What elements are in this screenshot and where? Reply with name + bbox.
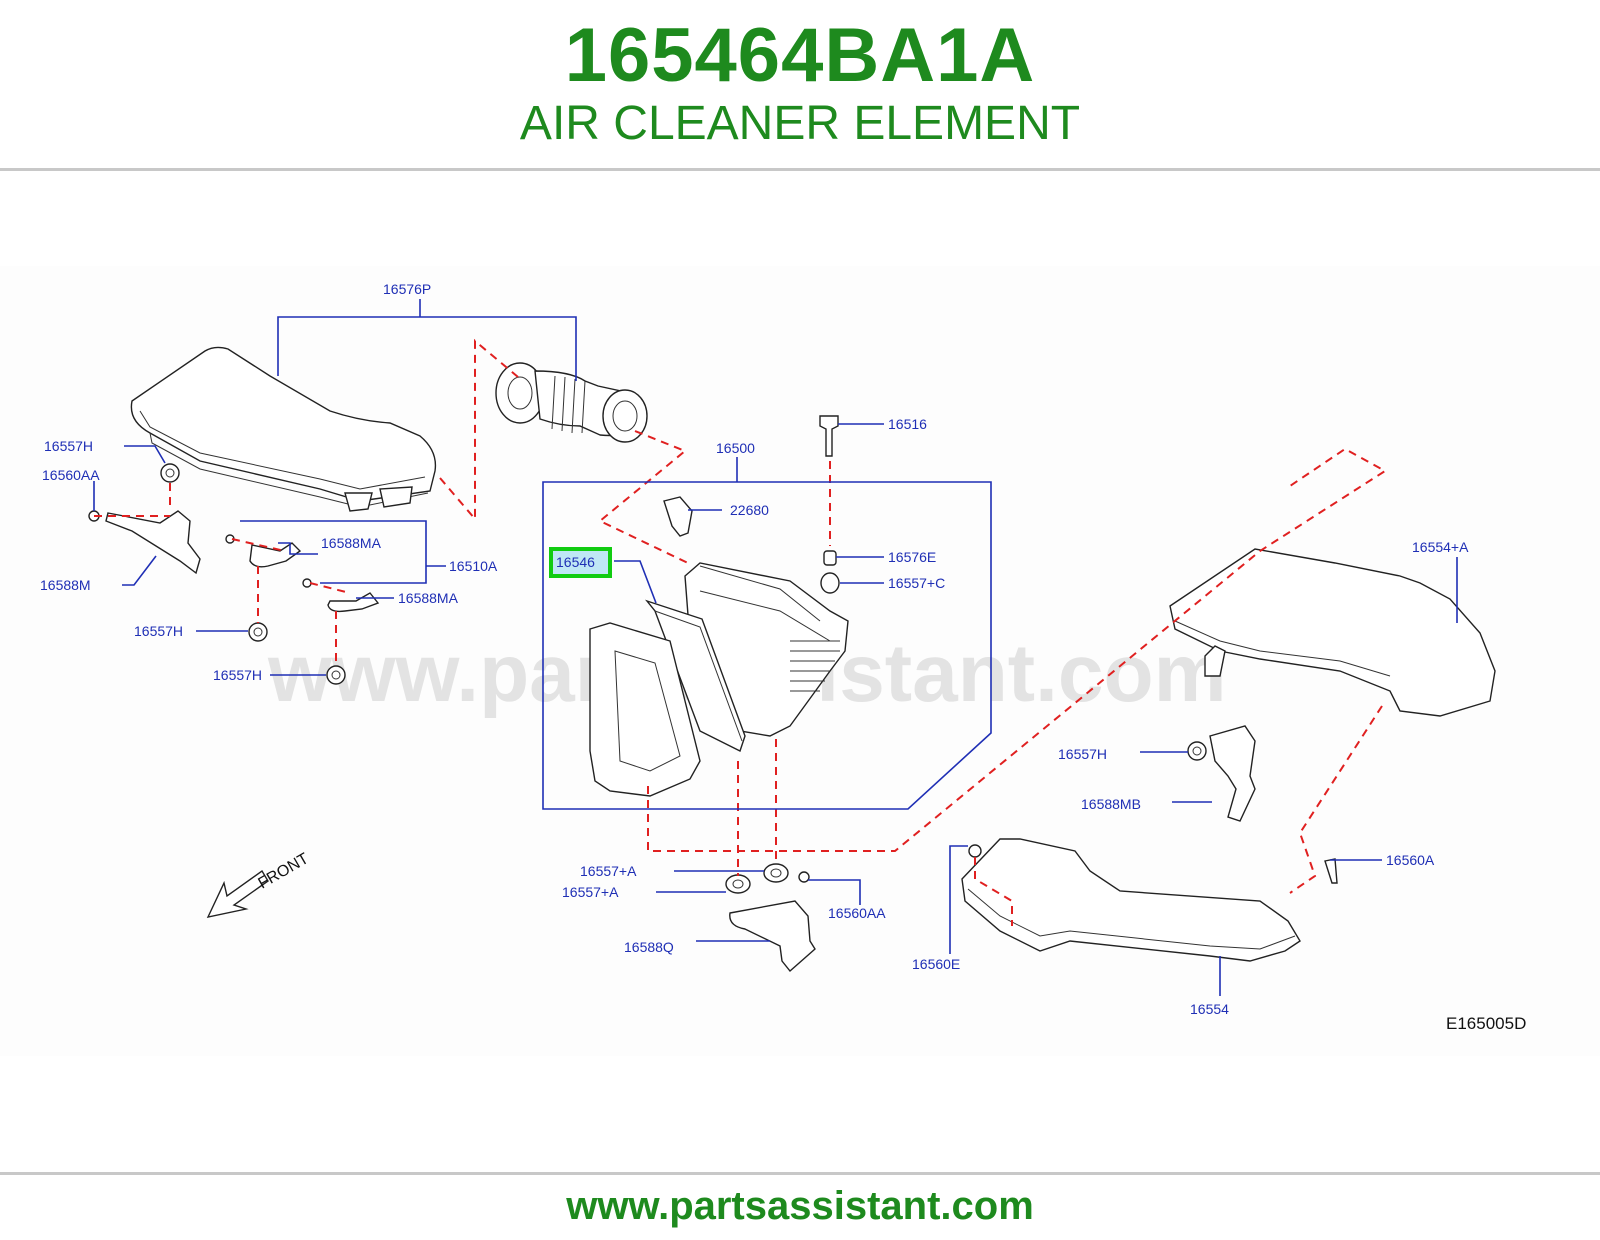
callout-leader-lines <box>93 299 1458 996</box>
callout-16560AA-1: 16560AA <box>42 467 100 483</box>
callout-16588MB: 16588MB <box>1081 796 1141 812</box>
assembly-dashed-lines <box>94 338 1387 926</box>
callout-16546-highlighted: 16546 <box>556 554 595 570</box>
callout-16554A: 16554+A <box>1412 539 1469 555</box>
lower-bracket-part <box>725 863 816 973</box>
callout-16588MA-2: 16588MA <box>398 590 459 606</box>
callout-16554: 16554 <box>1190 1001 1229 1017</box>
callout-16557C: 16557+C <box>888 575 945 591</box>
footer-site-url[interactable]: www.partsassistant.com <box>566 1184 1034 1228</box>
footer-divider <box>0 1172 1600 1175</box>
front-arrow-icon <box>206 869 269 918</box>
air-cleaner-cover-part <box>130 346 437 512</box>
callout-16510A: 16510A <box>449 558 498 574</box>
callout-16557A-1: 16557+A <box>580 863 637 879</box>
air-cleaner-body-part <box>589 415 849 797</box>
callout-16557H-4: 16557H <box>1058 746 1107 762</box>
callout-16557H-2: 16557H <box>134 623 183 639</box>
left-bracket-part <box>88 463 380 685</box>
right-resonator-part <box>961 548 1496 962</box>
callout-16588MA-1: 16588MA <box>321 535 382 551</box>
callout-16588M: 16588M <box>40 577 91 593</box>
intake-duct-part <box>495 362 648 443</box>
callout-16557A-2: 16557+A <box>562 884 619 900</box>
callout-16516: 16516 <box>888 416 927 432</box>
parts-diagram: www.partsassistant.com <box>0 266 1600 1056</box>
callout-16557H-3: 16557H <box>213 667 262 683</box>
callout-16500: 16500 <box>716 440 755 456</box>
callout-16576E: 16576E <box>888 549 936 565</box>
page-header: 165464BA1A AIR CLEANER ELEMENT <box>0 0 1600 168</box>
diagram-reference-code: E165005D <box>1446 1014 1526 1033</box>
callout-16560A: 16560A <box>1386 852 1435 868</box>
part-number-title: 165464BA1A <box>564 13 1036 98</box>
highlighted-part-box <box>549 547 612 578</box>
part-name-subtitle: AIR CLEANER ELEMENT <box>519 97 1081 150</box>
callout-16560E: 16560E <box>912 956 960 972</box>
callout-16576P: 16576P <box>383 281 431 297</box>
callout-16588Q: 16588Q <box>624 939 674 955</box>
callout-16560AA-2: 16560AA <box>828 905 886 921</box>
header-divider <box>0 168 1600 171</box>
callout-22680: 22680 <box>730 502 769 518</box>
callout-16557H-1: 16557H <box>44 438 93 454</box>
